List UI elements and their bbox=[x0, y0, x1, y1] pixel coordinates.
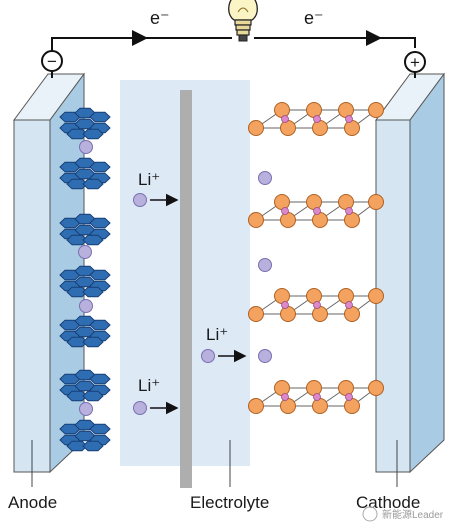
electrolyte-label: Electrolyte bbox=[190, 493, 269, 512]
li-ion-label-3: Li⁺ bbox=[138, 376, 160, 395]
lithium-ion bbox=[258, 258, 272, 272]
cathode-electrode bbox=[375, 72, 445, 474]
cathode-terminal: + bbox=[404, 51, 426, 78]
electron-label-right: e⁻ bbox=[304, 8, 324, 28]
graphite-sheet bbox=[59, 265, 111, 298]
li-ion-label-2: Li⁺ bbox=[206, 325, 228, 344]
light-bulb-icon bbox=[228, 0, 258, 42]
plus-sign: + bbox=[410, 53, 420, 72]
lithium-ion bbox=[258, 171, 272, 185]
separator bbox=[180, 90, 192, 488]
graphite-sheet bbox=[59, 315, 111, 348]
lithium-ion bbox=[258, 349, 272, 363]
lithium-ion bbox=[133, 193, 147, 207]
li-ion-label-1: Li⁺ bbox=[138, 170, 160, 189]
graphite-layers bbox=[59, 107, 111, 452]
anode-label: Anode bbox=[8, 493, 57, 512]
lithium-ion bbox=[79, 402, 93, 416]
minus-sign: − bbox=[47, 52, 57, 71]
cathode-layer bbox=[248, 194, 384, 228]
cathode-lattice bbox=[248, 102, 384, 414]
cathode-layer bbox=[248, 380, 384, 414]
cathode-layer bbox=[248, 288, 384, 322]
lithium-ion bbox=[133, 401, 147, 415]
lithium-ions bbox=[78, 140, 272, 416]
lithium-ion bbox=[79, 140, 93, 154]
anode-terminal: − bbox=[41, 48, 63, 78]
lithium-ion bbox=[79, 299, 93, 313]
circuit-wire bbox=[51, 30, 416, 48]
graphite-sheet bbox=[59, 157, 111, 190]
graphite-sheet bbox=[59, 419, 111, 452]
graphite-sheet bbox=[59, 213, 111, 246]
electron-label-left: e⁻ bbox=[150, 8, 170, 28]
cathode-layer bbox=[248, 102, 384, 136]
lithium-ion bbox=[201, 349, 215, 363]
watermark-text: 新能源Leader bbox=[382, 508, 444, 521]
graphite-sheet bbox=[59, 107, 111, 140]
lithium-ion bbox=[78, 245, 92, 259]
watermark: 新能源Leader bbox=[362, 506, 444, 522]
graphite-sheet bbox=[59, 369, 111, 402]
